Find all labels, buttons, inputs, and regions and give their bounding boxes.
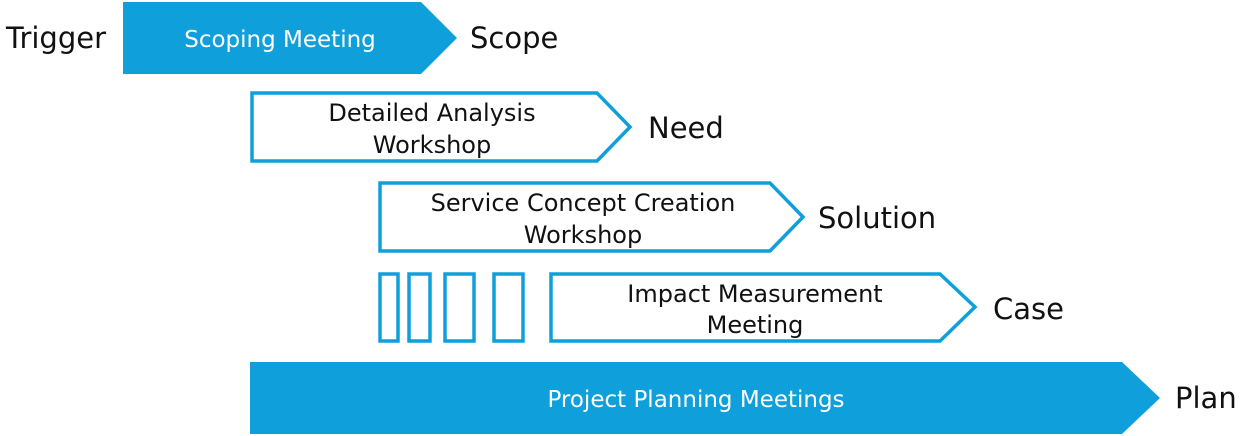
- step-label-line-1: Impact Measurement: [627, 280, 882, 308]
- iteration-bar: [407, 272, 432, 343]
- step-label-line-2: Workshop: [373, 131, 491, 159]
- step-label: Project Planning Meetings: [547, 387, 844, 413]
- outcome-label-need: Need: [648, 111, 724, 145]
- arrow-shape: [250, 91, 633, 163]
- arrow-shape: [378, 181, 806, 253]
- step-service-concept-creation-workshop: Service Concept Creation Workshop: [378, 181, 806, 253]
- step-label-line-1: Detailed Analysis: [328, 99, 535, 127]
- step-label-line-2: Meeting: [707, 311, 804, 339]
- outcome-label-scope: Scope: [470, 21, 558, 55]
- step-label-line-1: Service Concept Creation: [431, 189, 736, 217]
- step-label: Scoping Meeting: [184, 27, 376, 53]
- step-label-line-2: Workshop: [524, 221, 642, 249]
- iteration-bar: [378, 272, 400, 343]
- trigger-label: Trigger: [5, 21, 106, 55]
- arrow-shape: [549, 272, 978, 343]
- iteration-bar: [443, 272, 476, 343]
- step-impact-measurement-meeting: Impact Measurement Meeting: [549, 272, 978, 343]
- arrow-shape: [123, 2, 457, 74]
- outcome-label-plan: Plan: [1175, 381, 1237, 415]
- outcome-label-solution: Solution: [818, 201, 936, 235]
- outcome-label-case: Case: [993, 292, 1064, 326]
- iteration-bars: [378, 272, 525, 343]
- arrow-shape: [250, 362, 1160, 434]
- step-project-planning-meetings: Project Planning Meetings: [250, 362, 1160, 434]
- iteration-bar: [492, 272, 525, 343]
- step-detailed-analysis-workshop: Detailed Analysis Workshop: [250, 91, 633, 163]
- step-scoping-meeting: Scoping Meeting: [123, 2, 457, 74]
